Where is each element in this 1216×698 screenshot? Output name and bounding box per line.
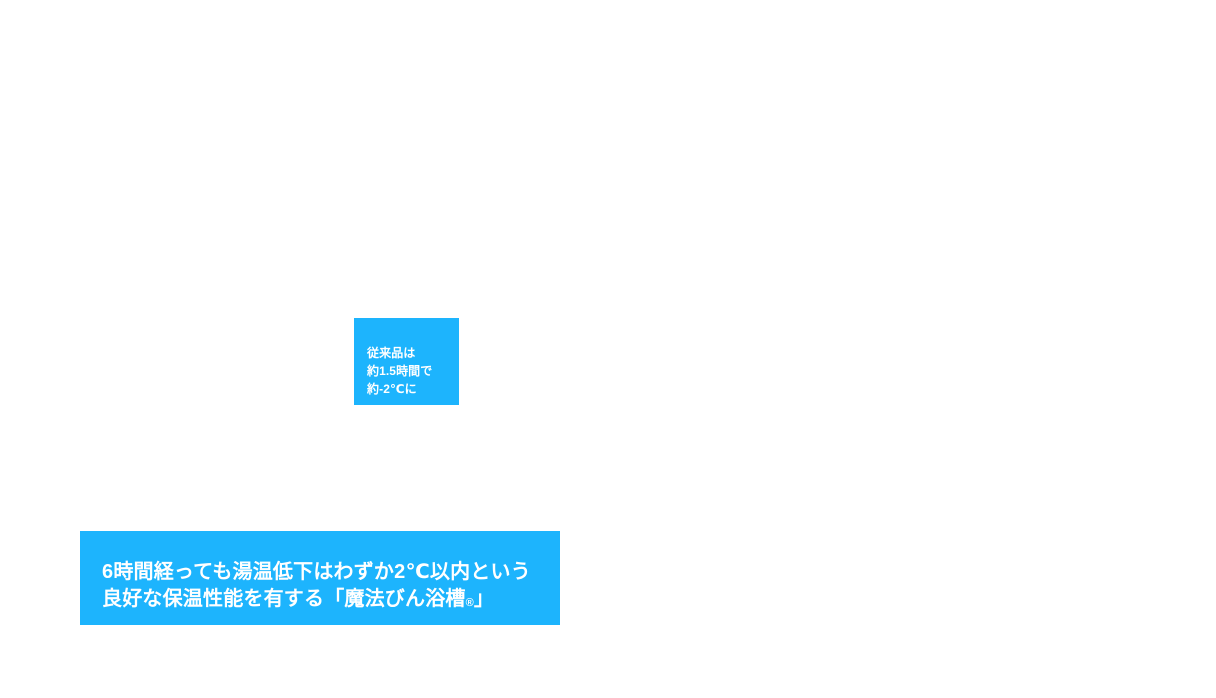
callout-line-1: 従来品は bbox=[367, 346, 416, 360]
conventional-product-callout: 従来品は 約1.5時間で 約-2℃に bbox=[354, 318, 459, 405]
banner-line-2-text: 良好な保温性能を有する「魔法びん浴槽 bbox=[102, 588, 466, 610]
banner-line-1: 6時間経っても湯温低下はわずか2℃以内という bbox=[102, 561, 531, 583]
callout-line-2: 約1.5時間で bbox=[367, 364, 433, 378]
mahobin-bathtub-banner: 6時間経っても湯温低下はわずか2℃以内という 良好な保温性能を有する「魔法びん浴… bbox=[80, 531, 560, 625]
banner-line-2-close-bracket: 」 bbox=[473, 588, 495, 610]
callout-line-3: 約-2℃に bbox=[367, 382, 417, 396]
banner-line-2: 良好な保温性能を有する「魔法びん浴槽®」 bbox=[102, 586, 560, 617]
registered-trademark-icon: ® bbox=[465, 597, 474, 609]
